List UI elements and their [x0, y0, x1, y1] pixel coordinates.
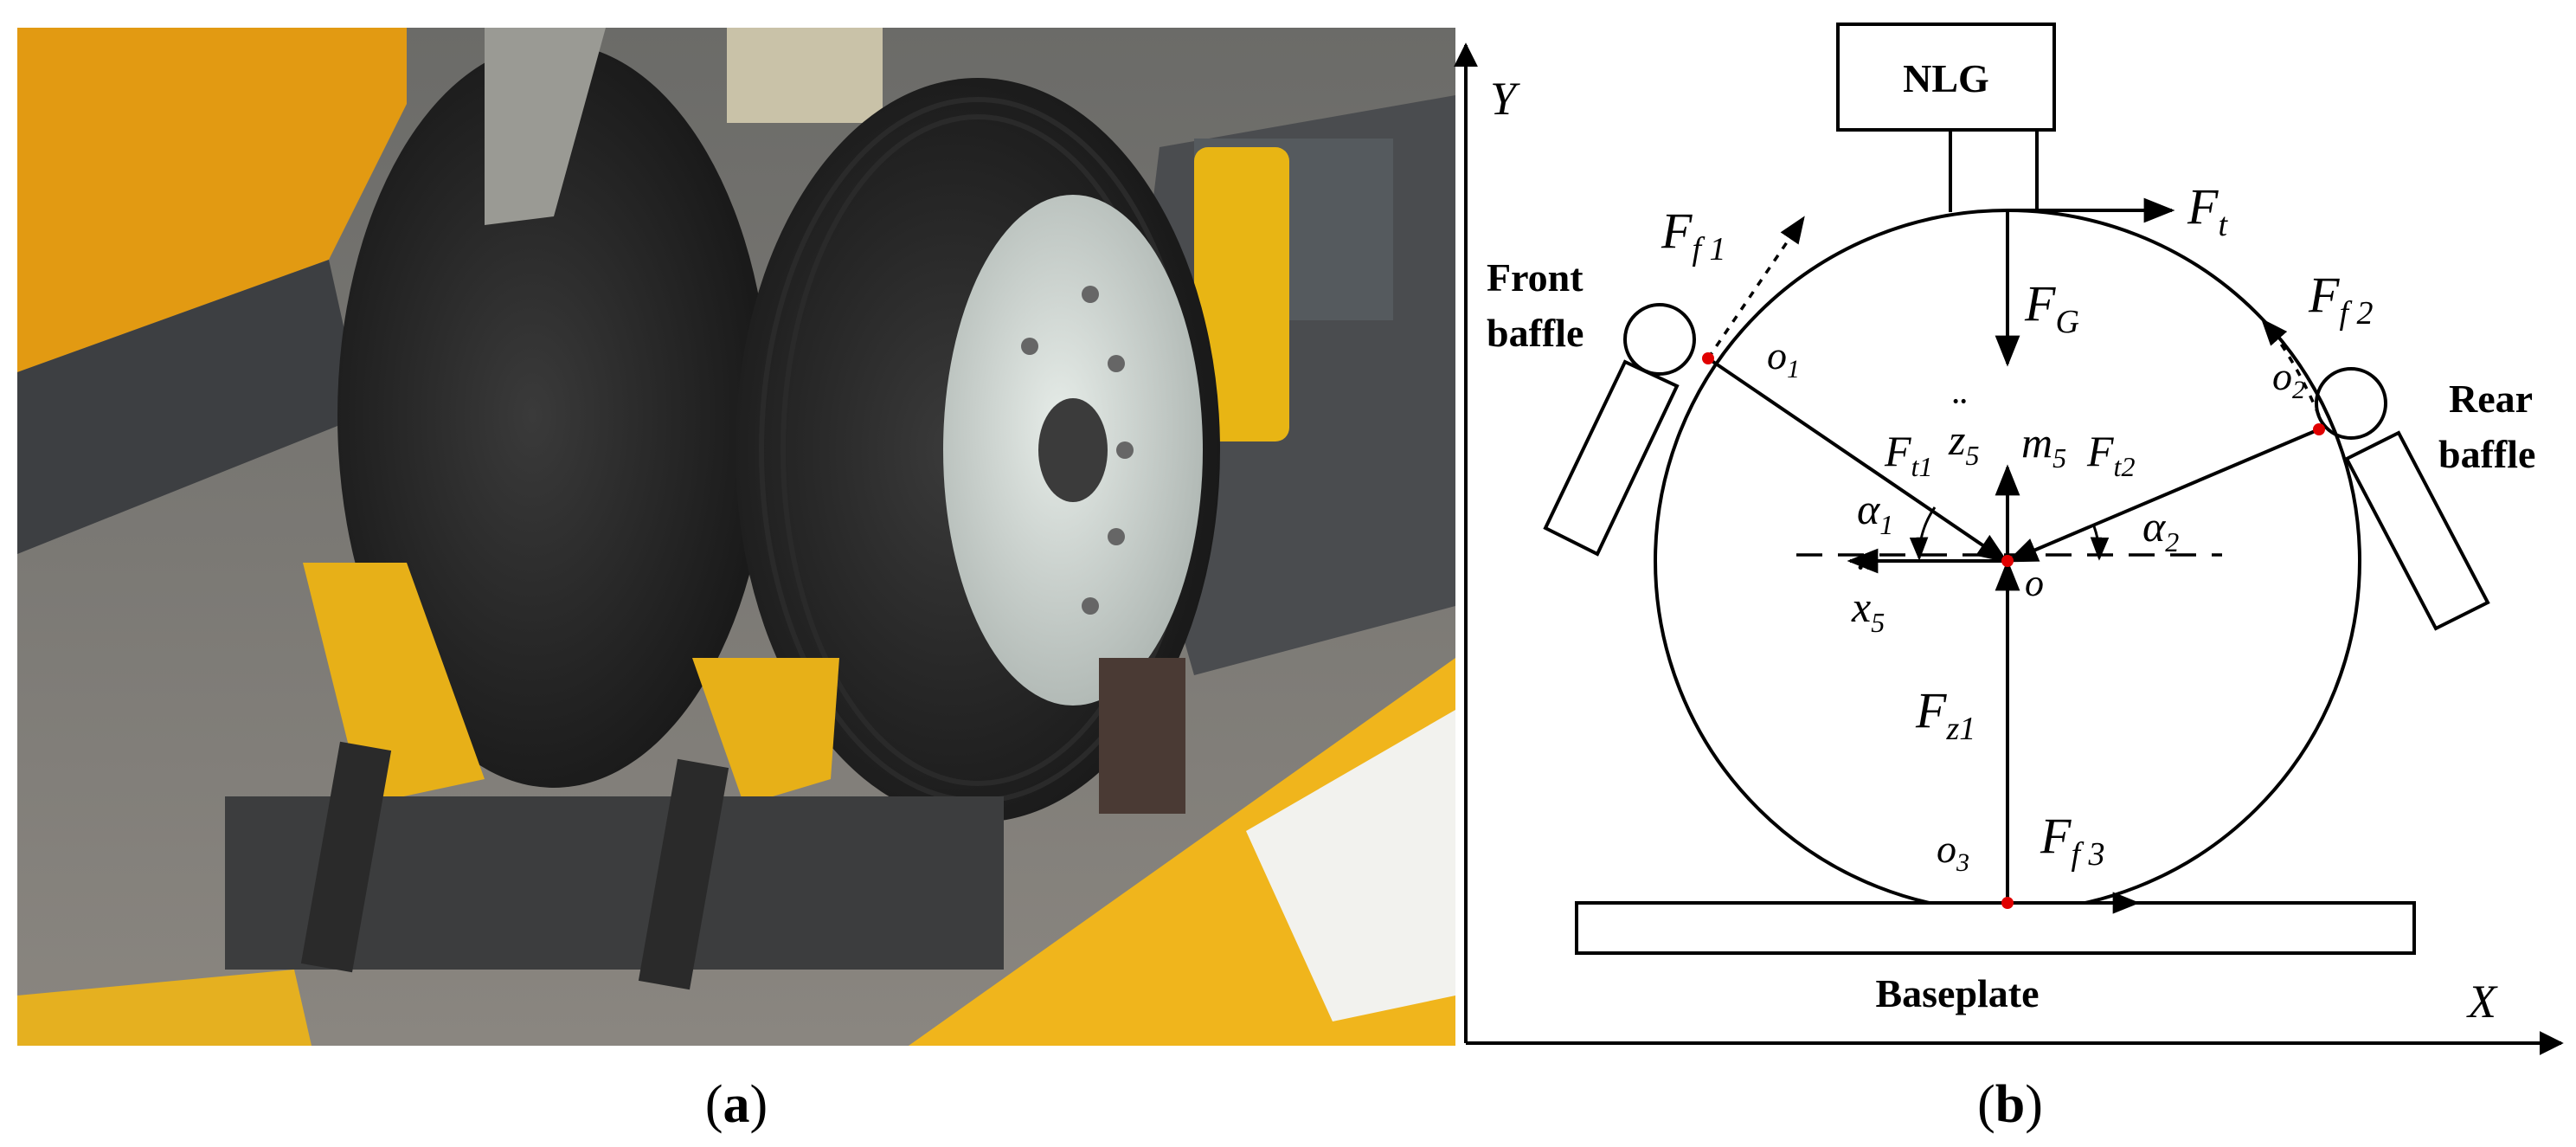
- contact-point-o2: [2313, 423, 2325, 435]
- label-alpha2: α2: [2142, 502, 2179, 557]
- baseplate-label: Baseplate: [1875, 971, 2039, 1015]
- contact-point-o1: [1702, 352, 1714, 364]
- front-baffle-label-line2: baffle: [1487, 311, 1584, 355]
- front-baffle-arm: [1543, 359, 1680, 557]
- force-ft1-arrow: [1706, 357, 2008, 564]
- center-point-o: [2001, 555, 2014, 567]
- contact-points: [1702, 352, 2325, 909]
- caption-b: (b): [1977, 1075, 2043, 1134]
- contact-point-o3: [2001, 897, 2014, 909]
- label-ff1: Ff 1: [1661, 203, 1726, 267]
- rear-baffle-arm: [2344, 430, 2490, 631]
- caption-a: (a): [705, 1075, 768, 1134]
- label-ft1: Ft1: [1884, 427, 1932, 482]
- warning-label: [1246, 710, 1455, 1021]
- label-ft2: Ft2: [2086, 427, 2135, 482]
- rear-tire: [337, 43, 770, 788]
- tow-vehicle-photo: [17, 28, 1455, 1046]
- label-alpha1: α1: [1857, 485, 1893, 540]
- yellow-bracket-right: [1194, 147, 1289, 441]
- x5-text: x5: [1851, 583, 1885, 638]
- small-cylinder: [1099, 658, 1185, 814]
- y-axis-label: Y: [1490, 73, 1520, 125]
- label-o2: o2: [2272, 354, 2305, 404]
- hydraulic-cylinder-right: [638, 758, 729, 990]
- label-x5: ¨ x5: [1851, 555, 1885, 638]
- nlg-box: [1836, 23, 2056, 132]
- rim-bolts: [1021, 286, 1134, 615]
- yellow-frame-upper-left: [17, 28, 407, 372]
- gear-strut: [485, 28, 606, 225]
- yellow-clamp-right: [692, 658, 839, 805]
- label-o3: o3: [1937, 827, 1969, 877]
- front-baffle: [1543, 303, 1696, 557]
- nlg-label: NLG: [1903, 56, 1989, 100]
- label-z5: ¨ z5: [1948, 389, 1979, 471]
- label-o: o: [2025, 562, 2044, 604]
- friction-ff2-arrow: [2260, 318, 2321, 416]
- label-o1: o1: [1767, 333, 1800, 383]
- label-ft: Ft: [2187, 178, 2228, 243]
- front-baffle-roller: [1623, 303, 1696, 376]
- x-axis-label: X: [2466, 976, 2498, 1028]
- angle-alpha2-arc: [2090, 525, 2110, 561]
- label-fz1: Fz1: [1915, 682, 1975, 747]
- rear-baffle: [2315, 367, 2490, 631]
- z5-accent: ¨: [1952, 389, 1967, 438]
- hydraulic-cylinder-left: [300, 741, 392, 973]
- label-fg: FG: [2024, 275, 2079, 340]
- x5-accent: ¨: [1857, 555, 1872, 604]
- hazard-strip: [17, 970, 312, 1046]
- force-ft2-arrow: [2006, 428, 2320, 563]
- label-ff2: Ff 2: [2308, 267, 2374, 332]
- angle-alpha1-arc: [1909, 506, 1937, 561]
- baseplate: [1575, 901, 2416, 955]
- rear-baffle-label-line1: Rear: [2449, 377, 2533, 421]
- rear-baffle-roller: [2315, 367, 2387, 440]
- wheel-hub: [1038, 398, 1108, 502]
- z5-text: z5: [1948, 416, 1979, 471]
- dark-panel-left: [17, 260, 363, 554]
- front-baffle-label-line1: Front: [1487, 255, 1584, 300]
- strut-cylinder: [727, 28, 883, 123]
- label-m5: m5: [2021, 418, 2066, 474]
- label-ff3: Ff 3: [2040, 808, 2105, 873]
- rear-baffle-label-line2: baffle: [2438, 432, 2535, 476]
